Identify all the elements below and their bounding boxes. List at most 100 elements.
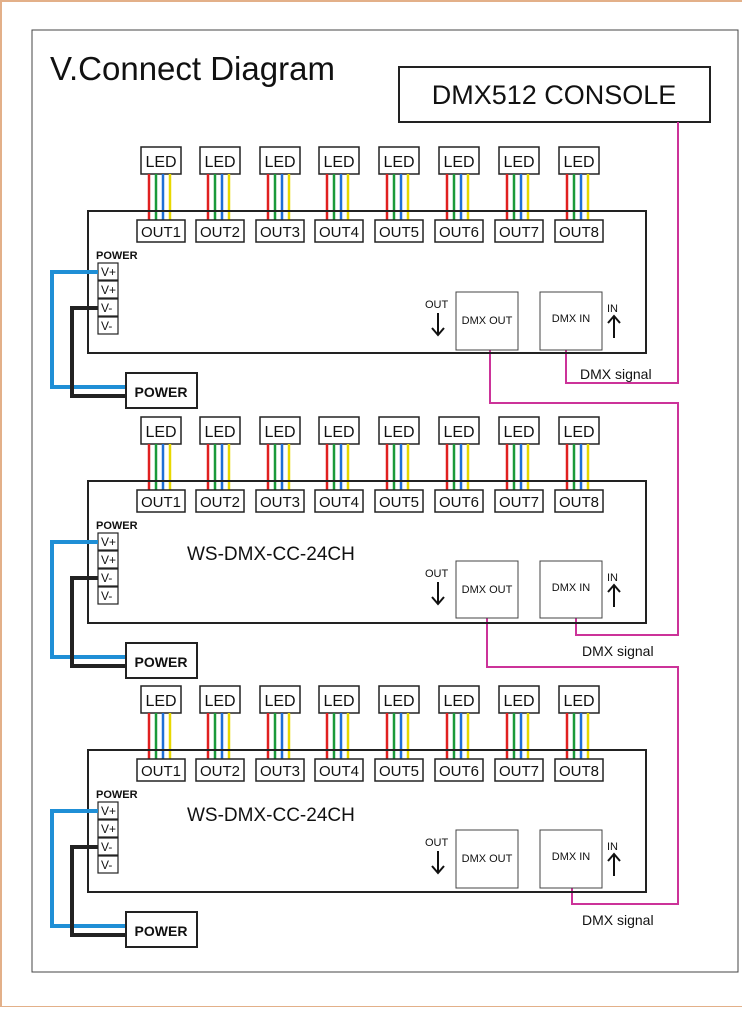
out-arrow-label: OUT <box>425 568 449 580</box>
led-strip-1: LED <box>140 146 182 220</box>
led-box <box>318 146 360 175</box>
output-label: OUT5 <box>379 224 419 241</box>
led-label: LED <box>264 693 295 710</box>
power-supply-box <box>125 642 198 679</box>
power-pin-label: V- <box>101 301 112 315</box>
power-pin-2 <box>97 550 119 569</box>
led-box <box>199 685 241 714</box>
output-label: OUT3 <box>260 763 300 780</box>
led-box <box>318 685 360 714</box>
output-terminal-4 <box>314 758 364 782</box>
led-label: LED <box>323 424 354 441</box>
signal-wire-console-to-unit1 <box>565 122 679 384</box>
dmx-out-label: DMX OUT <box>462 853 513 865</box>
output-terminal-1 <box>136 219 186 243</box>
dmx-in-port <box>539 291 603 351</box>
led-label: LED <box>145 154 176 171</box>
led-strip-8: LED <box>558 416 600 490</box>
output-label: OUT4 <box>319 224 359 241</box>
output-label: OUT2 <box>200 224 240 241</box>
power-wire-positive <box>50 540 126 659</box>
led-strip-8: LED <box>558 685 600 759</box>
down-arrow-head <box>431 327 445 337</box>
dmx-out-port <box>455 291 519 351</box>
led-box <box>378 146 420 175</box>
output-label: OUT2 <box>200 494 240 511</box>
led-box <box>199 146 241 175</box>
up-arrow-head <box>607 583 621 593</box>
power-supply-box <box>125 911 198 948</box>
in-arrow-label: IN <box>607 572 618 584</box>
output-label: OUT7 <box>499 224 539 241</box>
led-box <box>498 416 540 445</box>
model-name: WS-DMX-CC-24CH <box>187 805 355 826</box>
power-pin-label: V+ <box>101 804 116 818</box>
led-box <box>259 416 301 445</box>
dmx-console-label: DMX512 CONSOLE <box>432 80 677 110</box>
output-terminal-6 <box>434 489 484 513</box>
led-strip-5: LED <box>378 416 420 490</box>
output-label: OUT5 <box>379 494 419 511</box>
led-box <box>259 146 301 175</box>
output-label: OUT7 <box>499 763 539 780</box>
output-label: OUT4 <box>319 494 359 511</box>
led-label: LED <box>383 154 414 171</box>
led-box <box>438 685 480 714</box>
dmx-signal-label: DMX signal <box>582 643 654 659</box>
output-terminal-7 <box>494 758 544 782</box>
led-box <box>438 416 480 445</box>
controller-body <box>87 749 647 893</box>
power-pin-label: V- <box>101 840 112 854</box>
down-arrow-head <box>431 865 445 875</box>
led-box <box>140 146 182 175</box>
power-pin-4 <box>97 855 119 874</box>
dmx-out-label: DMX OUT <box>462 315 513 327</box>
output-label: OUT7 <box>499 494 539 511</box>
output-terminal-7 <box>494 489 544 513</box>
output-terminal-3 <box>255 489 305 513</box>
led-box <box>259 685 301 714</box>
led-box <box>378 685 420 714</box>
output-terminal-8 <box>554 219 604 243</box>
output-label: OUT1 <box>141 224 181 241</box>
signal-wire-unit1-to-unit2 <box>489 348 679 636</box>
led-label: LED <box>563 424 594 441</box>
page-border-left <box>0 0 2 1007</box>
led-box <box>498 685 540 714</box>
power-pin-label: V+ <box>101 535 116 549</box>
led-label: LED <box>264 424 295 441</box>
in-arrow-label: IN <box>607 303 618 315</box>
power-pin-4 <box>97 316 119 335</box>
power-pin-label: V+ <box>101 265 116 279</box>
led-box <box>558 685 600 714</box>
signal-wire-unit2-to-unit3 <box>486 618 679 905</box>
led-strip-2: LED <box>199 146 241 220</box>
output-label: OUT1 <box>141 494 181 511</box>
power-pin-label: V- <box>101 858 112 872</box>
dmx-in-port <box>539 829 603 889</box>
led-strip-2: LED <box>199 416 241 490</box>
output-terminal-7 <box>494 219 544 243</box>
led-strip-8: LED <box>558 146 600 220</box>
power-supply-label: POWER <box>135 654 188 670</box>
power-pin-label: V- <box>101 589 112 603</box>
led-label: LED <box>563 693 594 710</box>
power-pin-label: V+ <box>101 283 116 297</box>
dmx-in-label: DMX IN <box>552 582 591 594</box>
dmx-out-port <box>455 560 519 619</box>
led-box <box>498 146 540 175</box>
output-terminal-4 <box>314 489 364 513</box>
power-pin-label: V- <box>101 571 112 585</box>
dmx-signal-wiring <box>486 122 679 905</box>
led-label: LED <box>443 693 474 710</box>
dmx-out-port <box>455 829 519 889</box>
power-supply-label: POWER <box>135 923 188 939</box>
led-label: LED <box>503 154 534 171</box>
power-supply-box <box>125 372 198 409</box>
output-label: OUT3 <box>260 224 300 241</box>
led-strip-2: LED <box>199 685 241 759</box>
